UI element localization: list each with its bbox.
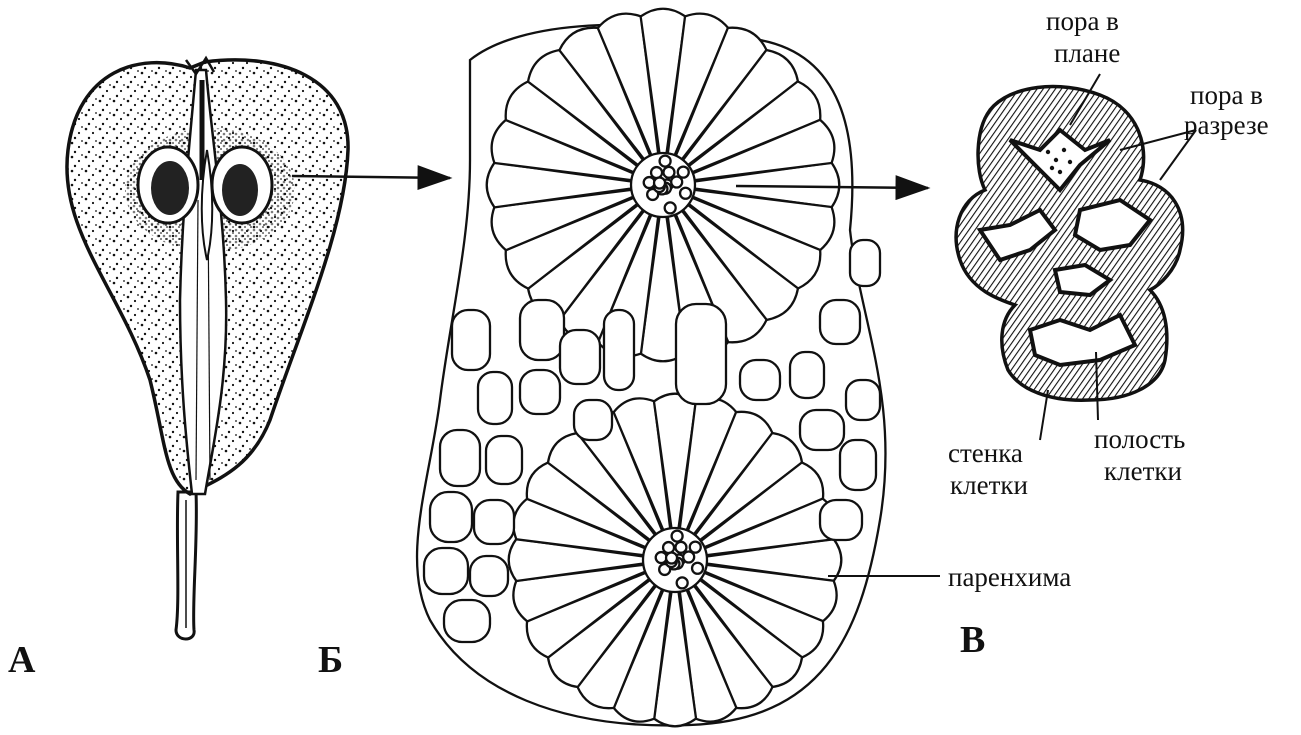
rosette-core-granule	[677, 577, 688, 588]
label-cell-cavity-line1: полость	[1094, 424, 1185, 454]
label-cell-wall-line2: клетки	[950, 470, 1028, 500]
rosette-core-granule	[660, 156, 671, 167]
stone-cells-detail-figure	[956, 87, 1182, 401]
seed-left	[151, 161, 189, 215]
stone-cell-rosette-bottom	[509, 394, 842, 727]
rosette-core-granule	[680, 188, 691, 199]
stone-cell-tissue-figure	[417, 9, 886, 727]
label-pore-section-line1: пора в	[1190, 80, 1263, 110]
rosette-core-granule	[675, 542, 686, 553]
panel-letter-c: В	[960, 619, 985, 661]
seed-right	[222, 164, 258, 216]
label-pore-plan-line2: плане	[1054, 38, 1120, 68]
label-cell-cavity-line2: клетки	[1104, 456, 1182, 486]
rosette-core-granule	[654, 177, 665, 188]
pear-section-figure	[67, 58, 348, 639]
rosette-core-granule	[666, 552, 677, 563]
rosette-core-granule	[683, 552, 694, 563]
rosette-core-granule	[692, 563, 703, 574]
label-cell-wall-line1: стенка	[948, 438, 1023, 468]
label-pore-plan-line1: пора в	[1046, 6, 1119, 36]
panel-letter-b: Б	[318, 639, 343, 681]
rosette-core-granule	[671, 177, 682, 188]
label-parenchyma: паренхима	[948, 562, 1071, 592]
label-pore-section-line2: разрезе	[1184, 110, 1269, 140]
rosette-core-granule	[665, 202, 676, 213]
rosette-core-granule	[663, 167, 674, 178]
rosette-core-granule	[672, 531, 683, 542]
panel-letter-a: А	[8, 639, 36, 681]
